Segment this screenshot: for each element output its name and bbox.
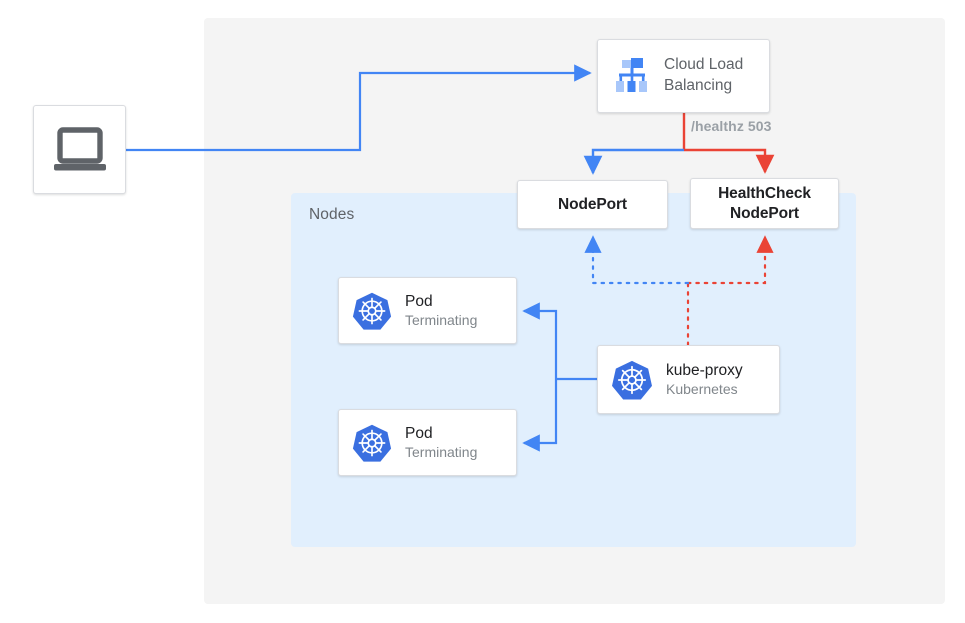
kube-proxy-title: kube-proxy — [666, 361, 743, 379]
laptop-icon — [53, 126, 106, 170]
kube-proxy[interactable]: kube-proxy Kubernetes — [597, 345, 780, 414]
hc-label-line1: HealthCheck — [718, 185, 811, 203]
cloud-load-balancing-icon — [616, 58, 647, 92]
pod-title: Pod — [405, 292, 433, 310]
pod-text: Pod Terminating — [405, 292, 477, 330]
kubernetes-icon — [352, 292, 392, 330]
nodeport[interactable]: NodePort — [517, 180, 668, 229]
edge-clb-trunk — [682, 113, 775, 174]
pod-subtitle: Terminating — [405, 312, 478, 329]
nodes-panel-label: Nodes — [309, 206, 355, 223]
clb-label-line1: Cloud Load — [664, 56, 744, 74]
pod[interactable]: Pod Terminating — [338, 277, 517, 344]
pod[interactable]: Pod Terminating — [338, 409, 517, 476]
pod-subtitle: Terminating — [405, 444, 478, 461]
edge-kubeproxy-to-healthcheck — [686, 235, 774, 285]
nodeport-label: NodePort — [558, 195, 627, 213]
healthcheck-nodeport-label: HealthCheck NodePort — [718, 184, 811, 223]
cloud-load-balancing-label: Cloud Load Balancing — [664, 55, 743, 97]
kube-proxy-subtitle: Kubernetes — [666, 381, 738, 398]
healthz-label: /healthz 503 — [691, 118, 772, 134]
kubernetes-icon — [612, 360, 652, 400]
healthcheck-nodeport[interactable]: HealthCheck NodePort — [690, 178, 839, 229]
edge-kubeproxy-to-pods — [522, 302, 597, 452]
clb-label-line2: Balancing — [664, 77, 733, 94]
hc-label-line2: NodePort — [730, 204, 799, 222]
client-device[interactable] — [33, 105, 126, 194]
edge-kubeproxy-to-nodeport — [584, 235, 690, 285]
kube-proxy-text: kube-proxy Kubernetes — [666, 361, 743, 399]
edge-clb-to-nodeport — [583, 148, 684, 175]
pod-title: Pod — [405, 424, 433, 442]
pod-text: Pod Terminating — [405, 424, 477, 462]
kubernetes-icon — [352, 424, 392, 462]
edge-client-to-clb — [126, 64, 592, 152]
cloud-load-balancing[interactable]: Cloud Load Balancing — [597, 39, 770, 113]
